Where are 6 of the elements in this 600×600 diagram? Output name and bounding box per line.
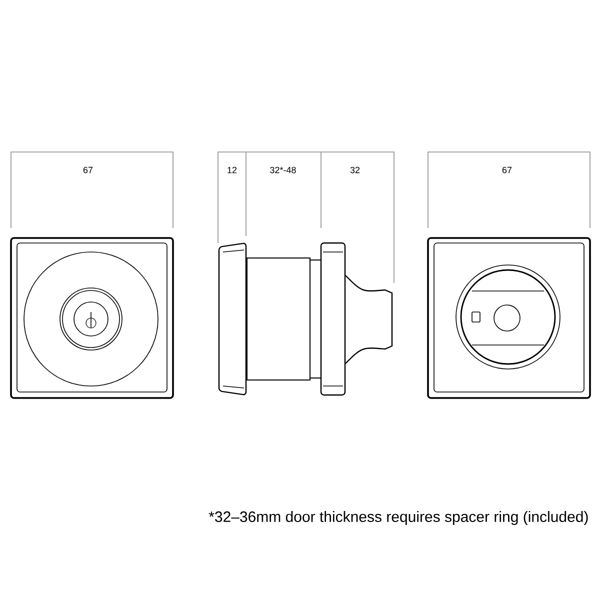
dimension-label: 12	[228, 166, 237, 174]
dimension-label: 67	[83, 166, 93, 174]
dimension-label: 32*-48	[270, 166, 296, 174]
dimension-label: 32	[350, 166, 360, 174]
footnote-text: *32–36mm door thickness requires spacer ring (included)	[208, 511, 588, 525]
dimension-label: 67	[502, 166, 512, 174]
